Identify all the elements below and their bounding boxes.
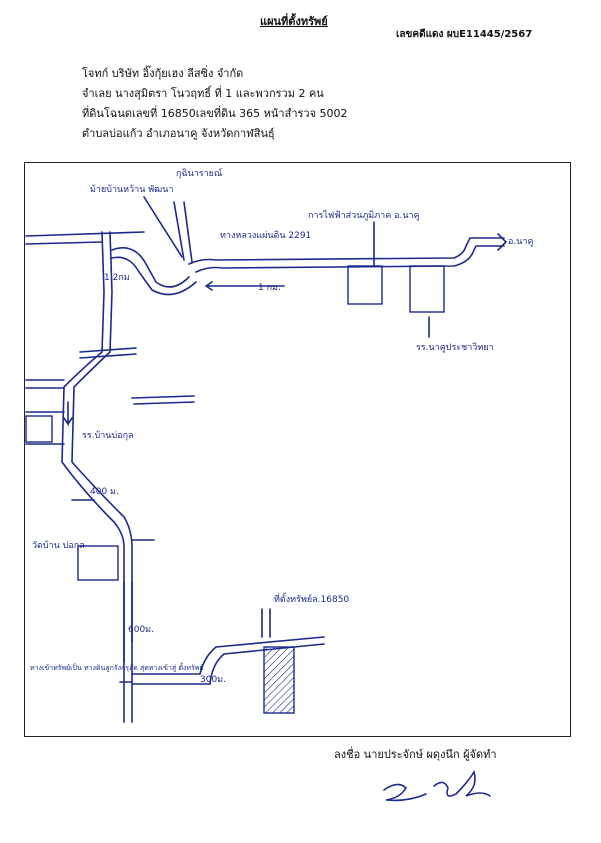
signer-line: ลงชื่อ นายประจักษ์ ผดุงนึก ผู้จัดทำ (334, 748, 497, 761)
cross-road-west (25, 379, 65, 389)
signature (383, 770, 491, 802)
cross-road-top (25, 231, 145, 245)
label-ku-phan: กุฉินารายณ์ (176, 167, 222, 179)
branch-road-south (131, 643, 325, 685)
map-frame (24, 162, 571, 737)
location-line: ตำบลบ่อแก้ว อำเภอนาคู จังหวัดกาฬสินธุ์ (82, 127, 275, 140)
plaintiff-line: โจทก์ บริษัท อิ๊งกุ้ยเฮง ลีสซิ่ง จำกัด (82, 67, 244, 80)
label-highway: ทางหลวงแผ่นดิน 2291 (220, 230, 311, 241)
cross-road-east (131, 395, 195, 405)
pea-building (347, 265, 383, 305)
label-1km: 1 กม. (258, 283, 281, 293)
label-entrance-note: ทางเข้าทรัพย์เป็น ทางดินลูกรังกรุอัด สุด… (30, 661, 203, 672)
road-to-highway-b (111, 256, 197, 296)
highway-2291-south (195, 245, 505, 273)
label-temple: วัดบ้าน บ่อกุล (32, 540, 85, 551)
label-school-ban: รร.บ้านบ่อกุล (82, 430, 134, 441)
main-road-west (61, 231, 125, 723)
road-to-highway-a (111, 247, 190, 288)
property-map: กุฉินารายณ์ ม้ายบ้านหว้าน พัฒนา ทางหลวงแ… (25, 167, 534, 723)
school-ban-building (25, 415, 53, 443)
branch-road-north (131, 636, 325, 675)
cross-road-lower (71, 499, 155, 541)
label-300m: 300ม. (200, 675, 226, 685)
arrow-1km (205, 281, 285, 291)
label-600m: 600ม. (128, 625, 154, 635)
highway-2291-north (188, 237, 505, 265)
label-property: ที่ตั้งทรัพย์ล.16850 (274, 592, 349, 605)
main-road-east (71, 231, 133, 723)
road-north-b (183, 201, 193, 263)
land-deed-line: ที่ดินโฉนดเลขที่ 16850เลขที่ดิน 365 หน้า… (82, 107, 348, 120)
case-number: เลขคดีแดง ผบE11445/2567 (396, 29, 533, 40)
defendant-line: จำเลย นางสุมิตรา โนวฤทธิ์ ที่ 1 และพวกรว… (82, 87, 324, 100)
arrow-down-1 (63, 401, 73, 427)
label-to-nakhu: อ.นาคู (508, 237, 534, 247)
temple-building (77, 545, 119, 581)
label-400m: 400 ม. (90, 487, 119, 497)
arrow-ban-nonjan (143, 196, 183, 258)
cross-road-school (25, 411, 65, 445)
school-nakhu-building (409, 265, 445, 313)
road-north-a (173, 201, 185, 261)
cross-road-mid (79, 347, 137, 359)
property-access (261, 608, 271, 638)
page-title: แผนที่ตั้งทรัพย์ (260, 15, 328, 28)
label-1-2km: 1.2กม (104, 273, 130, 283)
property-plot (263, 646, 295, 714)
arrow-to-nakhu (497, 233, 508, 251)
label-ban-nonjan: ม้ายบ้านหว้าน พัฒนา (90, 184, 174, 195)
label-pea: การไฟฟ้าส่วนภูมิภาค อ.นาคู (308, 210, 420, 221)
label-school-nakhu: รร.นาคูประชาวิทยา (416, 342, 494, 353)
